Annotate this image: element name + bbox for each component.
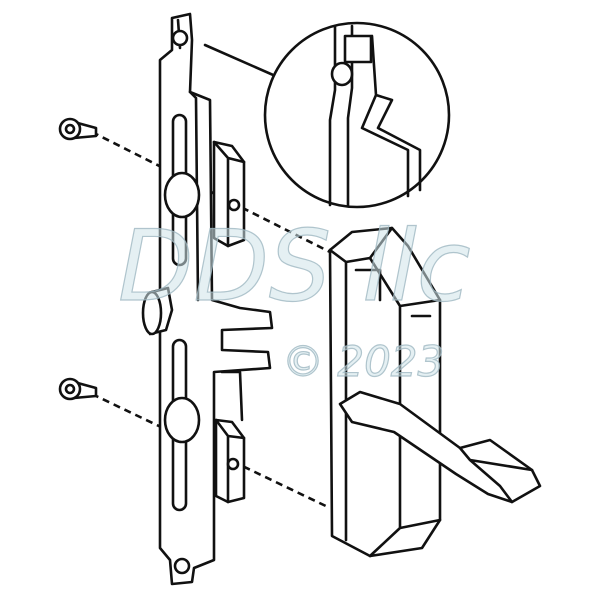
- plate-boss-upper: [163, 171, 201, 219]
- watermark-brand: DDS llc: [118, 210, 471, 324]
- keeper-blocks: [212, 140, 246, 504]
- screw-upper: [58, 117, 98, 141]
- plate-boss-lower: [163, 396, 201, 444]
- handle-lever: [338, 390, 542, 504]
- watermark: DDS llc © 2023: [117, 209, 471, 386]
- detail-callout: [203, 21, 451, 209]
- top-rivet: [171, 29, 189, 47]
- mounting-plate: [141, 12, 274, 586]
- bottom-rivet: [173, 557, 191, 575]
- watermark-copyright: © 2023: [282, 337, 444, 386]
- screw-lower: [58, 377, 98, 401]
- handle-body: [328, 226, 442, 558]
